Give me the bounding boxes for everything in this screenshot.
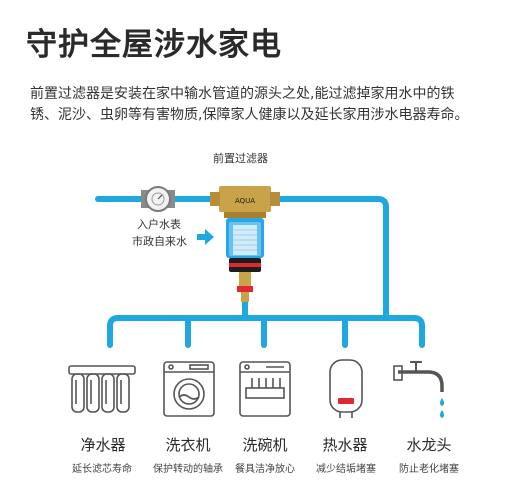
appliance-name-faucet: 水龙头 <box>406 436 452 454</box>
appliance-benefit-faucet: 防止老化堵塞 <box>399 464 459 475</box>
dishwasher-icon <box>239 361 291 417</box>
appliance-name-purifier: 净水器 <box>80 436 126 454</box>
meter-source: 市政自来水 <box>132 235 187 248</box>
appliance-benefit-purifier: 延长滤芯寿命 <box>72 464 132 475</box>
appliance-benefit-dishwasher: 餐具洁净放心 <box>235 464 295 475</box>
appliance-name-washer: 洗衣机 <box>165 436 211 454</box>
water-purifier-icon <box>68 365 136 413</box>
outlet-pipe <box>269 196 389 321</box>
pre-filter-icon: AQUA <box>210 186 280 302</box>
pipe-network <box>95 196 425 348</box>
water-meter-icon <box>141 186 175 212</box>
description-line-2: 锈、泥沙、虫卵等有害物质,保障家人健康以及延长家用涉水电器寿命。 <box>30 107 469 123</box>
page-title: 守护全屋涉水家电 <box>26 27 282 63</box>
faucet-icon <box>393 361 444 418</box>
arrow-icon <box>197 229 214 245</box>
appliance-name-heater: 热水器 <box>322 436 368 454</box>
description-line-1: 前置过滤器是安装在家中输水管道的源头之处,能过滤掉家用水中的铁 <box>30 86 455 102</box>
description: 前置过滤器是安装在家中输水管道的源头之处,能过滤掉家用水中的铁 锈、泥沙、虫卵等… <box>30 84 500 126</box>
meter-label: 入户水表 <box>137 218 181 231</box>
filter-label: 前置过滤器 <box>213 152 268 165</box>
appliance-name-dishwasher: 洗碗机 <box>242 436 288 454</box>
water-heater-icon <box>329 359 363 418</box>
svg-text:AQUA: AQUA <box>235 197 255 205</box>
appliance-benefit-washer: 保护转动的轴承 <box>153 464 223 475</box>
appliance-benefit-heater: 减少结垢堵塞 <box>316 464 376 475</box>
washing-machine-icon <box>163 361 215 417</box>
